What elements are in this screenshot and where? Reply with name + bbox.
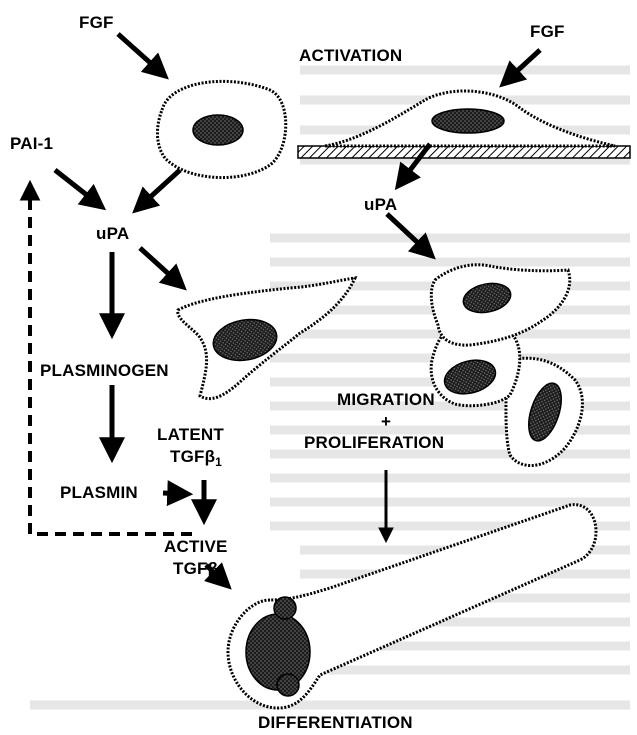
- label-differentiation: DIFFERENTIATION: [258, 713, 413, 733]
- activated-cell-nucleus: [432, 109, 504, 133]
- activated-cell: [298, 91, 630, 158]
- pericyte-granule-top: [274, 597, 296, 619]
- label-active: ACTIVE: [164, 537, 228, 557]
- arrow-pai1-to-upa: [55, 170, 102, 207]
- resting-cell-nucleus: [193, 115, 243, 145]
- label-plasminogen: PLASMINOGEN: [40, 361, 169, 381]
- arrow-cell-to-upa: [136, 170, 180, 210]
- resting-cell: [157, 81, 285, 177]
- label-plasmin: PLASMIN: [60, 483, 138, 503]
- arrow-plasmin-to-active: [163, 493, 188, 494]
- label-upa-right: uPA: [364, 195, 397, 215]
- label-latent: LATENT: [157, 425, 224, 445]
- differentiated-cell-nucleus: [246, 614, 310, 690]
- label-fgf-left: FGF: [79, 13, 114, 33]
- label-latent-tgf: TGFβ1: [170, 447, 222, 467]
- label-plus: +: [381, 412, 391, 432]
- migrating-cell: [178, 278, 355, 399]
- label-fgf-right: FGF: [530, 22, 565, 42]
- arrow-upa-to-cell: [140, 248, 183, 287]
- arrow-upa-to-migrating-cell: [387, 214, 432, 256]
- arrow-fgf-to-cell: [118, 34, 165, 76]
- label-proliferation: PROLIFERATION: [304, 433, 444, 453]
- label-upa-left: uPA: [96, 224, 129, 244]
- label-activation: ACTIVATION: [299, 46, 402, 66]
- label-pai1: PAI-1: [10, 134, 53, 154]
- differentiated-cell: [228, 505, 596, 708]
- label-active-tgf-subscript: 1: [218, 567, 225, 581]
- arrow-fgf-to-activated-cell: [503, 50, 540, 84]
- pericyte-granule-bottom: [277, 674, 299, 696]
- label-migration: MIGRATION: [337, 390, 435, 410]
- label-latent-tgf-subscript: 1: [215, 455, 222, 469]
- substrate-bar: [298, 146, 630, 158]
- proliferating-cells: [431, 265, 582, 466]
- label-active-tgf: TGFβ1: [173, 559, 225, 579]
